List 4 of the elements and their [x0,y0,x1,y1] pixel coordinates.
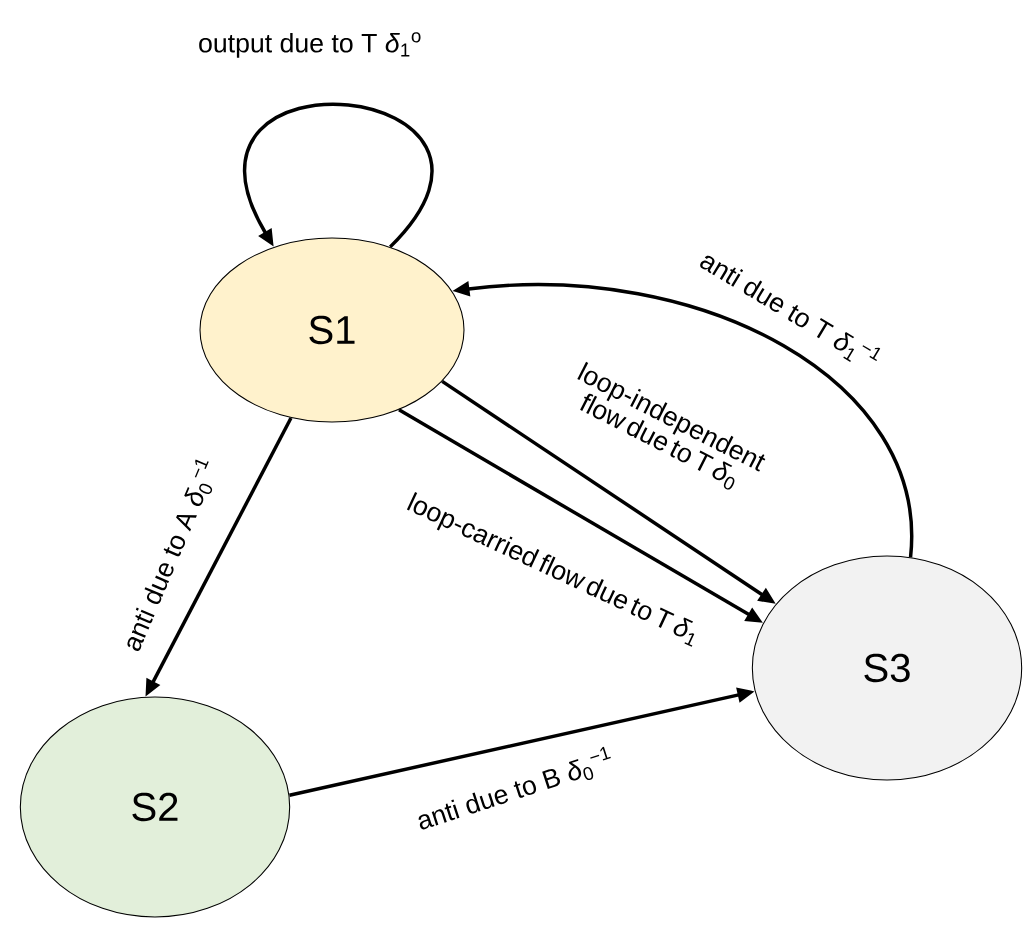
arrow [244,103,434,248]
edge-label: anti due to B δ$_{0}$−1 [418,746,611,830]
edge-label: output due to T δ$_{1}$o [199,32,421,58]
edge-label: anti due to A δ$_{0}$−1 [127,459,213,651]
